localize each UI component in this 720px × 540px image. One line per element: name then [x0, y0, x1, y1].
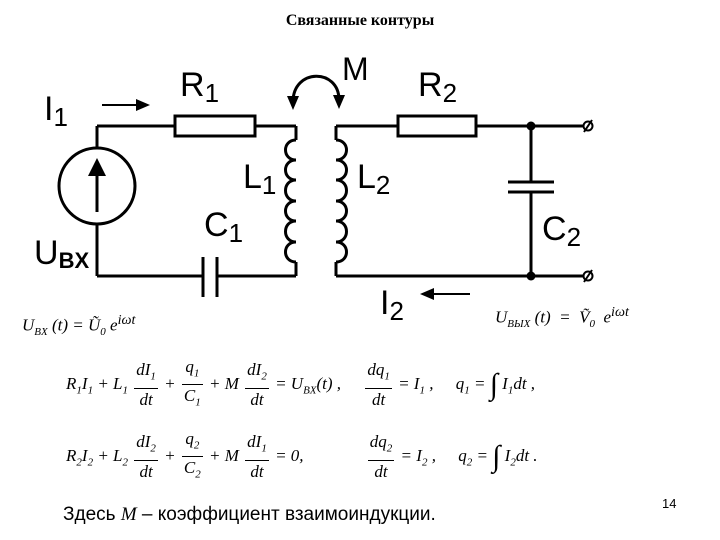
eq2-right: q2 = ∫ I2dt . [458, 439, 538, 473]
slide-title: Связанные контуры [285, 12, 435, 29]
junction-node-top [526, 121, 536, 131]
mutual-arrow-right-icon [333, 95, 345, 109]
c2-label: C2 [542, 210, 581, 252]
formula-u-in: UBX (t) = Ũ0 eiωt [22, 312, 136, 339]
r2-label: R2 [418, 66, 457, 108]
source-label: UBX [34, 234, 89, 273]
page-number: 14 [662, 496, 677, 511]
junction-node-bottom [526, 271, 536, 281]
mutual-arc [291, 74, 341, 103]
r1-label: R1 [180, 66, 219, 108]
footer-suffix: – коэффициент взаимоиндукции. [141, 504, 436, 525]
l2-label: L2 [357, 158, 390, 200]
l1-label: L1 [243, 158, 276, 200]
terminal-top [582, 119, 594, 133]
resistor-r1 [173, 114, 257, 138]
formula-u-out: UВЫХ (t) = Ṽ0 eiωt [495, 304, 629, 331]
current-out-arrow-icon [420, 288, 434, 300]
current-in-label: I1 [44, 90, 68, 132]
c1-label: C1 [204, 206, 243, 248]
footer-symbol: M [120, 504, 137, 525]
footer-prefix: Здесь [63, 504, 116, 525]
inductor-l1 [284, 138, 297, 264]
mutual-label: M [342, 51, 369, 87]
inductor-l2 [335, 138, 348, 264]
mutual-arrow-left-icon [287, 96, 299, 110]
current-in-arrow-icon [136, 99, 150, 111]
source-arrow-icon [88, 158, 106, 176]
circuit-diagram: I1 R1 M R2 L1 L2 C1 C2 UBX I2 [34, 51, 594, 326]
footer-note: Здесь M – коэффициент взаимоиндукции. [63, 504, 436, 526]
resistor-r2 [396, 114, 478, 138]
terminal-bottom [582, 269, 594, 283]
current-out-label: I2 [380, 284, 404, 326]
eq1-right: q1 = ∫ I1dt , [455, 367, 536, 401]
